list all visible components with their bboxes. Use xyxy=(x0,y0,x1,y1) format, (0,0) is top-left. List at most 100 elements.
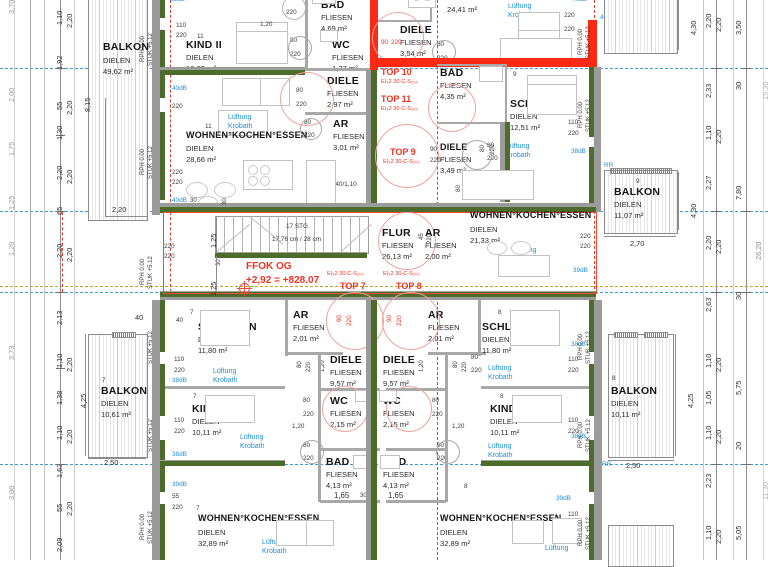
dimension-line xyxy=(88,458,146,459)
room-area: 12,51 m² xyxy=(510,123,540,132)
balcony-hatch-lower xyxy=(608,525,674,567)
dimension-label: 40 xyxy=(135,313,144,322)
room-area: 11,80 m² xyxy=(482,346,512,355)
dimension-label: 2,20 xyxy=(65,247,74,262)
acoustic-label: 38dB xyxy=(172,377,187,384)
wall-note-rph: RPH 0.00 xyxy=(578,28,584,55)
opening-height: 220 xyxy=(303,411,314,418)
dimension-label: 1,25 xyxy=(7,195,16,210)
furniture-stove-burner xyxy=(260,165,270,175)
acoustic-label: 38dB xyxy=(571,433,586,440)
room-name: AR xyxy=(425,227,441,239)
room-name: DIELE xyxy=(440,142,468,152)
dimension-label: 2,20 xyxy=(55,243,64,258)
dimension-label: 30 xyxy=(222,198,228,205)
door-spec-label: EI₃2 30-C-S₂₀₀ xyxy=(381,106,418,112)
acoustic-label: 39dB xyxy=(556,495,571,502)
opening-height: 220 xyxy=(568,367,579,374)
room-finish: FLIESEN xyxy=(383,368,415,377)
wall-note-rph: RPH 0.00 xyxy=(140,258,146,285)
wall-note-rph: RPH 0.00 xyxy=(578,421,584,448)
exterior-wall-green xyxy=(589,300,594,352)
dimension-label: 3,00 xyxy=(7,485,16,500)
dimension-label: 4,30 xyxy=(689,203,698,218)
dimension-label: 1,05 xyxy=(704,390,713,405)
room-finish: FLIESEN xyxy=(383,470,415,479)
unit-number: 8 xyxy=(500,393,504,400)
interior-wall-green xyxy=(505,122,510,202)
opening-height: 220 xyxy=(430,157,441,164)
furniture-chair xyxy=(214,182,236,198)
dimension-line xyxy=(85,334,86,456)
door-swing-arc xyxy=(300,440,324,464)
dimension-label: 26,20 xyxy=(754,241,763,261)
room-name: KIND II xyxy=(186,39,222,51)
highlighted-wall-red xyxy=(588,20,597,67)
dimension-label: 4,30 xyxy=(689,20,698,35)
dimension-tick xyxy=(56,211,65,212)
dimension-label: 11,30 xyxy=(761,482,768,500)
door-spec-label: EI₃2 30-C-S₂₀₀ xyxy=(383,271,420,277)
room-finish: DIELEN xyxy=(482,335,510,344)
room-name: BALKON xyxy=(614,186,661,198)
opening-width: 1,40/1,10 xyxy=(330,181,357,188)
unit-number: 8 xyxy=(612,375,616,382)
balcony-railing xyxy=(614,332,638,338)
ventilation-label: Lüftung xyxy=(488,365,512,372)
unit-number: 8 xyxy=(464,483,468,490)
axis-line-blue xyxy=(0,68,768,69)
furniture-stove xyxy=(408,0,436,8)
opening-width: 110 xyxy=(174,356,185,363)
unit-label-top8: TOP 8 xyxy=(396,281,422,291)
dimension-label: 5,75 xyxy=(734,380,743,395)
stair-wall-green xyxy=(215,252,367,258)
furniture-counter xyxy=(306,520,334,546)
interior-wall xyxy=(378,20,430,22)
room-finish: FLIESEN xyxy=(321,13,353,22)
ventilation-label: Krobath xyxy=(228,123,253,130)
dimension-label: 1,10 xyxy=(55,425,64,440)
wall-note-stuk: STUK +5.12 xyxy=(586,331,592,364)
furniture-pillow xyxy=(527,75,577,85)
room-area: 10,11 m² xyxy=(490,428,520,437)
dimension-label: 1,10 xyxy=(704,425,713,440)
dimension-label: 30 xyxy=(360,493,367,499)
stair-step xyxy=(323,216,324,252)
room-area: 32,89 m² xyxy=(440,539,470,548)
door-swing-arc-fire xyxy=(382,292,440,350)
ventilation-label: Lüftung xyxy=(545,545,569,552)
room-area: 3,01 m² xyxy=(333,143,359,152)
dimension-label: 2,20 xyxy=(714,17,723,32)
interior-wall xyxy=(437,64,507,66)
balcony-hatch-top-left xyxy=(88,0,148,221)
wall-note-rph: RPH 0.00 xyxy=(140,513,146,540)
unit-number: 8 xyxy=(498,309,502,316)
room-finish: FLIESEN xyxy=(330,368,362,377)
dimension-tick xyxy=(56,368,65,369)
acoustic-label: 58dB xyxy=(170,0,185,3)
ventilation-label: Krobath xyxy=(262,548,287,555)
room-area: 2,00 m² xyxy=(425,252,451,261)
room-area: 2,01 m² xyxy=(428,334,454,343)
interior-wall xyxy=(320,448,380,451)
level-value: +2,92 = +828.07 xyxy=(246,275,320,286)
ventilation-label: Krobath xyxy=(213,377,238,384)
room-finish: DIELEN xyxy=(186,53,214,62)
level-marker-icon xyxy=(237,281,252,296)
stair-step xyxy=(332,216,333,252)
interior-wall xyxy=(165,386,285,389)
room-area: 11,80 m² xyxy=(198,346,228,355)
interior-wall-green xyxy=(481,460,596,466)
unit-number: 7 xyxy=(102,377,106,384)
dimension-label: 2,20 xyxy=(65,429,74,444)
dimension-tick xyxy=(712,68,721,69)
opening-height: 220 xyxy=(471,367,482,374)
dimension-label: 2,23 xyxy=(704,473,713,488)
opening-width: 80 xyxy=(296,87,304,94)
wall-note-rph: RPH 0.00 xyxy=(578,101,584,128)
door-spec-label: EI₃2 30-C-S₂₀₀ xyxy=(327,271,364,277)
furniture-counter xyxy=(512,520,544,544)
wall-note-stuk: STUK +5.12 xyxy=(148,331,154,364)
dimension-line xyxy=(678,172,679,230)
dimension-label: 3,73 xyxy=(7,345,16,360)
